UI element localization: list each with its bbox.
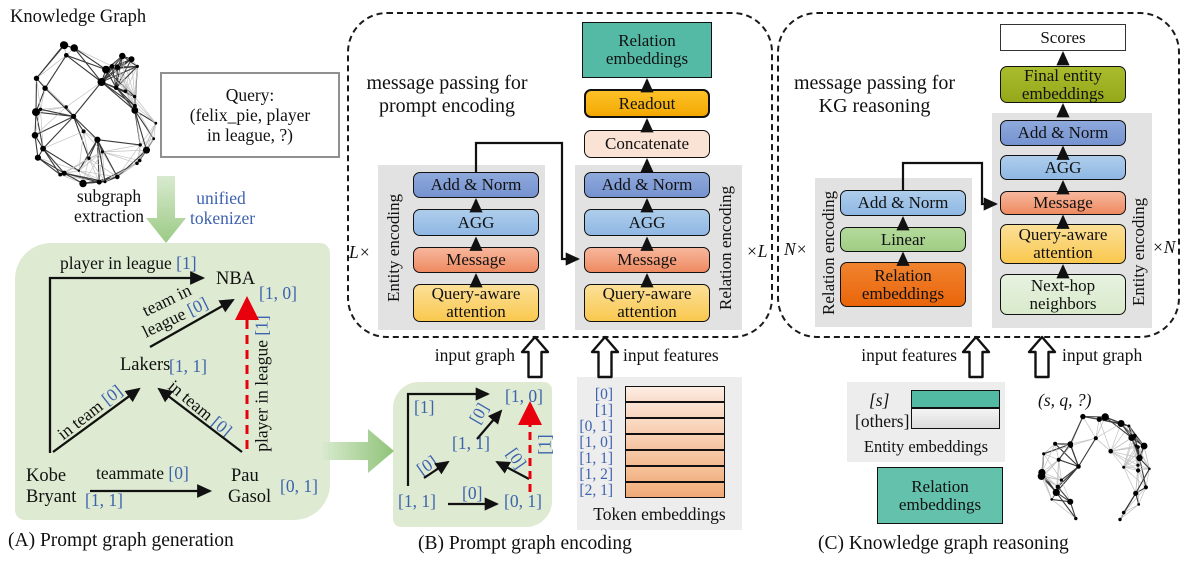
c-relation-embeddings-box: Relation embeddings xyxy=(840,262,966,307)
edge-teammate: teammate [0] xyxy=(96,463,189,483)
b-input-graph-label: input graph xyxy=(434,345,515,365)
mini-node-top: [1, 0] xyxy=(505,386,543,406)
c-final-entity-embeddings: Final entity embeddings xyxy=(1000,66,1126,103)
c-input-graph-arrow xyxy=(1027,335,1057,379)
c-input-graph-label: input graph xyxy=(1062,345,1143,365)
token-label: [1] xyxy=(594,402,613,419)
token-bar xyxy=(625,434,725,450)
panel-b-relation-column-label: Relation encoding xyxy=(716,185,735,311)
panel-b-entity-column-label: Entity encoding xyxy=(384,193,403,303)
node-nba-vec: [1, 0] xyxy=(259,283,297,303)
entity-embeddings-caption: Entity embeddings xyxy=(863,437,989,456)
query-tuple: (s, q, ?) xyxy=(1038,390,1092,410)
token-bar xyxy=(625,466,725,482)
entity-emb-others-bar xyxy=(911,408,1000,429)
query-line3: in league, ?) xyxy=(207,125,293,145)
b-entity-query-attention: Query-aware attention xyxy=(413,284,539,322)
b-relation-agg: AGG xyxy=(584,209,710,236)
panel-b-title: message passing for prompt encoding xyxy=(366,72,528,117)
c-input-features-arrow xyxy=(961,335,991,379)
edge-query-player-in-league: player in league [1] xyxy=(251,315,272,452)
c-entity-query-attention: Query-aware attention xyxy=(1000,224,1126,264)
query-line1: Query: xyxy=(225,85,275,105)
caption-a: (A) Prompt graph generation xyxy=(8,530,234,551)
node-kobe-line2: Bryant xyxy=(26,487,77,507)
c-entity-message: Message xyxy=(1000,191,1126,215)
node-pau-vec: [0, 1] xyxy=(280,476,318,496)
token-bar xyxy=(625,450,725,466)
mini-node-bottom-right: [0, 1] xyxy=(504,491,542,511)
mini-edge-query: [1] xyxy=(534,434,555,455)
b-input-features-label: input features xyxy=(623,345,719,365)
b-readout: Readout xyxy=(584,89,710,118)
entity-emb-others-label: [others] xyxy=(855,411,910,431)
b-relation-add-norm: Add & Norm xyxy=(584,172,710,198)
b-input-features-arrow xyxy=(590,335,620,379)
node-nba: NBA xyxy=(216,269,256,289)
node-kobe-vec: [1, 1] xyxy=(85,490,123,510)
caption-c: (C) Knowledge graph reasoning xyxy=(818,533,1069,554)
token-label: [0, 1] xyxy=(579,418,613,435)
green-right-arrow xyxy=(322,429,394,473)
node-pau-line2: Gasol xyxy=(228,487,272,507)
unified-tokenizer-label: unified tokenizer xyxy=(190,188,256,228)
token-label: [2, 1] xyxy=(579,482,613,499)
kg-sphere-c xyxy=(1037,413,1151,522)
panel-c-relation-column-label: Relation encoding xyxy=(819,190,838,315)
mini-edge-bottom: [0] xyxy=(462,483,483,503)
c-relation-linear: Linear xyxy=(840,227,966,252)
node-pau-line1: Pau xyxy=(231,466,259,486)
c-input-features-label: input features xyxy=(861,345,957,365)
subgraph-extraction-label: subgraph extraction xyxy=(74,186,144,226)
b-input-graph-arrow xyxy=(520,335,550,379)
panel-c-entity-column-label: Entity encoding xyxy=(1129,197,1148,307)
token-bar xyxy=(625,418,725,434)
panel-b-loop-left: L× xyxy=(349,242,371,262)
mini-node-center: [1, 1] xyxy=(452,433,490,453)
b-entity-add-norm: Add & Norm xyxy=(413,172,539,198)
c-entity-next-hop: Next-hop neighbors xyxy=(1000,274,1126,315)
kg-title: Knowledge Graph xyxy=(10,7,147,27)
query-line2: (felix_pie, player xyxy=(189,105,311,125)
token-label: [1, 2] xyxy=(579,466,613,483)
panel-c-loop-left: N× xyxy=(784,239,808,259)
entity-emb-s-bar xyxy=(911,390,1000,408)
b-concatenate: Concatenate xyxy=(584,130,710,158)
panel-c-loop-right: ×N xyxy=(1152,237,1176,257)
knowledge-graph-sphere xyxy=(31,41,158,188)
b-relation-embeddings: Relation embeddings xyxy=(582,22,712,78)
c-entity-agg: AGG xyxy=(1000,155,1126,180)
c-entity-add-norm: Add & Norm xyxy=(1000,120,1126,146)
panel-c-title: message passing for KG reasoning xyxy=(793,72,956,117)
c-relation-embeddings-bottom: Relation embeddings xyxy=(877,467,1003,524)
token-bar xyxy=(625,386,725,402)
c-relation-add-norm: Add & Norm xyxy=(840,190,966,216)
b-relation-message: Message xyxy=(584,247,710,273)
entity-emb-s-label: [s] xyxy=(869,390,890,410)
panel-b-loop-right: ×L xyxy=(746,241,768,261)
b-entity-message: Message xyxy=(413,247,539,273)
c-scores: Scores xyxy=(1000,24,1126,51)
mini-edge-left: [1] xyxy=(414,397,435,417)
token-label: [1, 0] xyxy=(579,434,613,451)
mini-node-bottom-left: [1, 1] xyxy=(398,491,436,511)
query-box: Query: (felix_pie, player in league, ?) xyxy=(160,72,340,158)
token-label: [1, 1] xyxy=(579,450,613,467)
b-relation-query-attention: Query-aware attention xyxy=(584,284,710,322)
panel-b-frame xyxy=(347,12,773,338)
token-label: [0] xyxy=(594,386,613,403)
token-bar xyxy=(625,402,725,418)
token-bar xyxy=(625,482,725,498)
node-lakers: Lakers xyxy=(120,355,171,375)
node-kobe-line1: Kobe xyxy=(26,466,67,486)
b-entity-agg: AGG xyxy=(413,209,539,236)
token-embeddings-caption: Token embeddings xyxy=(593,504,726,524)
caption-b: (B) Prompt graph encoding xyxy=(418,533,632,554)
edge-player-in-league-top: player in league [1] xyxy=(60,253,197,273)
